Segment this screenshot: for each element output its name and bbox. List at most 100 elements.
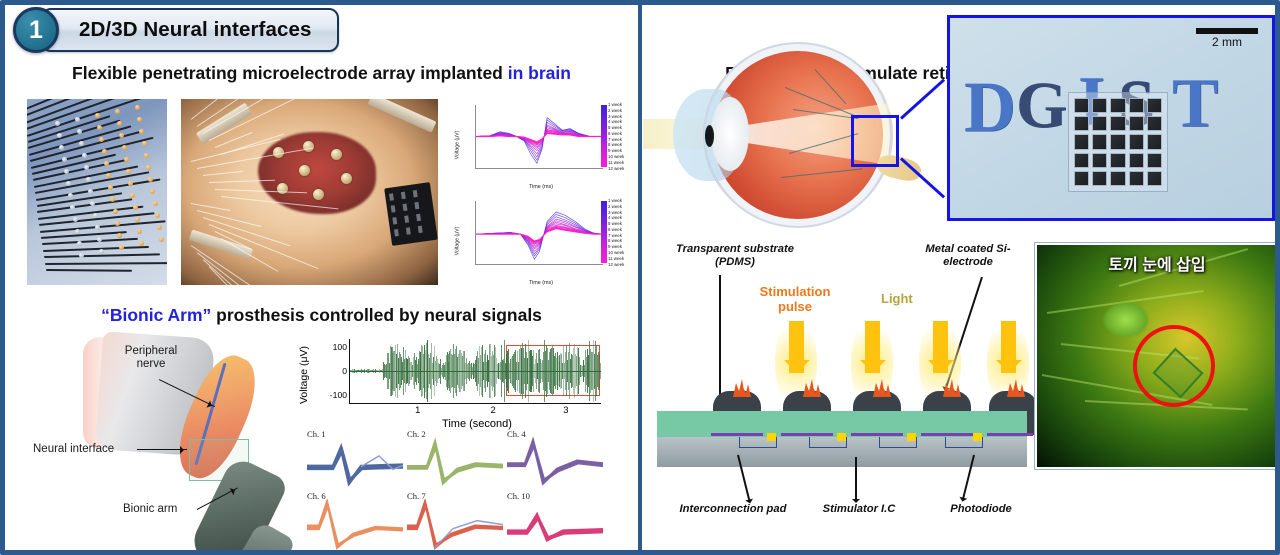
probe-electrode-contact bbox=[130, 193, 136, 198]
stimulator-ic-layer bbox=[657, 437, 1027, 467]
photodiode bbox=[973, 433, 982, 441]
photodiode bbox=[767, 433, 776, 441]
channel-label: Ch. 2 bbox=[407, 429, 426, 439]
probe-electrode-contact bbox=[126, 169, 131, 174]
spike-waveform-panels: Ch. 1 Ch. 2 C bbox=[305, 429, 605, 550]
probe-electrode-contact bbox=[81, 153, 87, 158]
legend-item: 9 week bbox=[608, 148, 622, 154]
probe-electrode-contact bbox=[99, 249, 105, 254]
probe-electrode-contact bbox=[94, 225, 100, 230]
label-light: Light bbox=[881, 291, 913, 306]
electrode-cross-section-schematic: Transparent substrate (PDMS) Metal coate… bbox=[651, 243, 1037, 543]
skull-screw bbox=[299, 165, 310, 176]
probe-electrode-contact bbox=[79, 253, 85, 258]
ep1-legend: 1 week 2 week 3 week 4 week 5 week 6 wee… bbox=[608, 102, 636, 171]
legend-item: 7 week bbox=[608, 136, 622, 142]
retina-roi-box bbox=[851, 115, 899, 167]
ep2-colorbar bbox=[601, 201, 607, 263]
ep1-plot bbox=[475, 105, 603, 169]
channel-panel: Ch. 2 bbox=[405, 429, 505, 491]
probe-electrode-contact bbox=[68, 193, 74, 198]
transparent-electrode-array-inset: D G I S T 2 mm bbox=[947, 15, 1275, 221]
probe-electrode-contact bbox=[90, 201, 96, 206]
probe-electrode-contact bbox=[92, 213, 98, 218]
probe-electrode-contact bbox=[106, 173, 111, 178]
probe-shank bbox=[38, 205, 144, 220]
probe-electrode-contact bbox=[150, 189, 156, 194]
probe-electrode-contact bbox=[121, 145, 127, 150]
skull-screw bbox=[303, 141, 314, 152]
head-connector bbox=[384, 181, 438, 246]
legend-item: 5 week bbox=[608, 221, 622, 227]
ep2-legend: 1 week 2 week 3 week 4 week 5 week 6 wee… bbox=[608, 198, 636, 267]
probe-electrode-contact bbox=[112, 209, 118, 214]
label-stimulation-pulse: Stimulation pulse bbox=[759, 284, 831, 314]
skull-screw bbox=[313, 189, 324, 200]
channel-panel: Ch. 10 bbox=[505, 491, 605, 550]
page-title: 2D/3D Neural interfaces bbox=[79, 18, 312, 41]
legend-item: 10 week bbox=[608, 154, 625, 160]
probe-electrode-contact bbox=[128, 181, 134, 186]
sample-letter: G bbox=[1016, 69, 1068, 142]
channel-panel: Ch. 6 bbox=[305, 491, 405, 550]
legend-item: 1 week bbox=[608, 102, 622, 107]
whisker bbox=[220, 238, 279, 272]
photodiode bbox=[907, 433, 916, 441]
legend-item: 2 week bbox=[608, 107, 622, 113]
legend-item: 1 week bbox=[608, 198, 622, 203]
probe-electrode-contact bbox=[114, 221, 120, 226]
probe-electrode-contact bbox=[123, 157, 129, 162]
probe-electrode-contact bbox=[61, 157, 67, 162]
ep2-plot bbox=[475, 201, 604, 265]
probe-electrode-contact bbox=[146, 165, 151, 170]
legend-item: 8 week bbox=[608, 142, 622, 148]
light-arrow bbox=[927, 321, 954, 373]
left-heading-text: Flexible penetrating microelectrode arra… bbox=[72, 63, 508, 83]
left-column: Flexible penetrating microelectrode arra… bbox=[5, 5, 638, 550]
emg-zero-line bbox=[350, 371, 601, 372]
evoked-potential-chart-top: Voltage (μV) Time (ms) 1 week 2 week 3 w… bbox=[445, 99, 637, 191]
stimulation-arrow bbox=[859, 321, 886, 373]
channel-label: Ch. 10 bbox=[507, 491, 530, 501]
evoked-potential-chart-bottom: Voltage (μV) Time (ms) 1 week 2 week 3 w… bbox=[445, 195, 637, 287]
probe-electrode-contact bbox=[157, 225, 162, 230]
whisker bbox=[202, 170, 243, 176]
probe-electrode-contact bbox=[137, 229, 142, 234]
skull-screw bbox=[341, 173, 352, 184]
probe-electrode-contact bbox=[72, 217, 78, 222]
probe-electrode-contact bbox=[139, 129, 145, 134]
photodiode bbox=[837, 433, 846, 441]
label-bionic-arm: Bionic arm bbox=[123, 503, 178, 515]
scale-bar-label: 2 mm bbox=[1212, 35, 1242, 49]
legend-item: 11 week bbox=[608, 159, 625, 165]
legend-item: 11 week bbox=[608, 255, 625, 261]
eye-anatomy-diagram bbox=[643, 41, 924, 231]
channel-label: Ch. 7 bbox=[407, 491, 426, 501]
fundus-caption: 토끼 눈에 삽입 bbox=[1108, 257, 1206, 274]
ep2-xlabel: Time (ms) bbox=[528, 280, 554, 286]
pdms-substrate-layer bbox=[657, 411, 1027, 437]
probe-electrode-contact bbox=[63, 169, 69, 174]
bionic-heading-highlight: “Bionic Arm” bbox=[101, 305, 212, 325]
light-arrow bbox=[995, 321, 1022, 373]
label-photodiode: Photodiode bbox=[950, 503, 1012, 515]
label-transparent-substrate: Transparent substrate (PDMS) bbox=[676, 243, 794, 269]
slide-title-bar: 1 2D/3D Neural interfaces bbox=[13, 7, 340, 53]
slide-title-plate: 2D/3D Neural interfaces bbox=[41, 8, 340, 52]
probe-electrode-contact bbox=[115, 109, 120, 114]
channel-panel: Ch. 7 bbox=[405, 491, 505, 550]
probe-shank bbox=[37, 198, 133, 213]
ep1-xlabel: Time (ms) bbox=[528, 184, 554, 190]
bionic-arm-heading: “Bionic Arm” prosthesis controlled by ne… bbox=[5, 305, 638, 326]
probe-electrode-contact bbox=[77, 129, 83, 134]
ep1-colorbar bbox=[601, 105, 607, 167]
probe-shank bbox=[45, 269, 132, 272]
whisker bbox=[190, 99, 223, 120]
right-column: Electrodes to stimulate retina cells for… bbox=[643, 5, 1275, 550]
probe-electrode-contact bbox=[99, 137, 105, 142]
probe-electrode-contact bbox=[159, 237, 165, 242]
probe-electrode-contact bbox=[83, 165, 89, 170]
label-stimulator-ic: Stimulator I.C bbox=[822, 503, 896, 515]
legend-item: 2 week bbox=[608, 203, 622, 209]
